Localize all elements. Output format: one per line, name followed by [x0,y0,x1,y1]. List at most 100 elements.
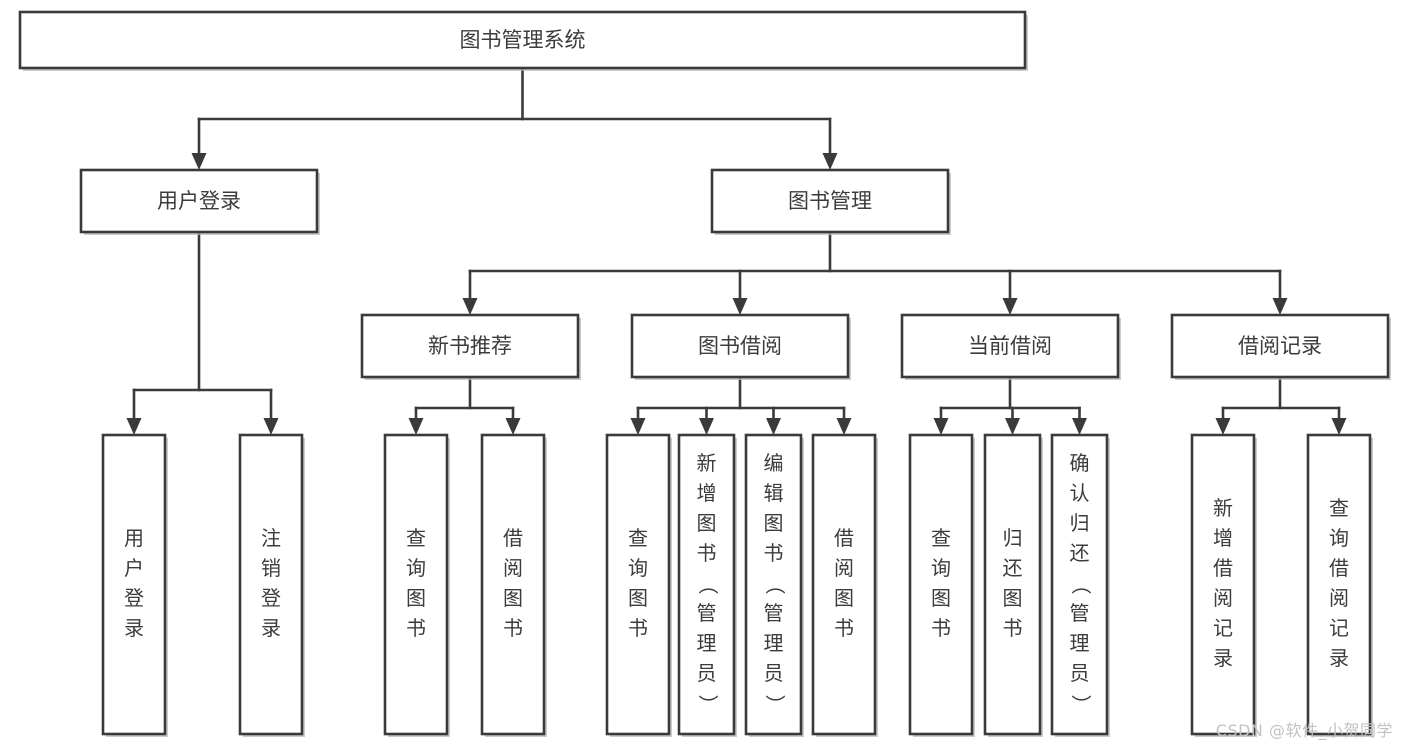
node-label-login: 用户登录 [157,189,241,213]
svg-text:借: 借 [503,526,523,550]
svg-text:查: 查 [1329,496,1349,520]
node-label-records: 借阅记录 [1238,334,1322,358]
svg-text:）: ） [1069,695,1093,715]
svg-text:（: （ [1069,575,1093,595]
node-box-leaf-re-add[interactable] [1190,433,1256,736]
svg-text:图: 图 [503,586,523,610]
svg-text:新: 新 [697,451,717,475]
node-box-leaf-nb-borrow[interactable] [480,433,546,736]
connector-group-borrow [630,375,852,435]
connector-group-root [191,66,838,170]
node-box-login[interactable] [79,168,319,234]
connector-group-records [1215,375,1347,435]
node-bookmgmt[interactable]: 图书管理 [710,168,951,235]
svg-text:确: 确 [1070,451,1090,475]
svg-text:录: 录 [124,616,144,640]
svg-text:阅: 阅 [1213,586,1233,610]
node-box-records[interactable] [1170,313,1390,379]
svg-text:图: 图 [931,586,951,610]
svg-text:登: 登 [261,586,281,610]
svg-text:员: 员 [697,661,717,685]
svg-text:登: 登 [124,586,144,610]
node-records[interactable]: 借阅记录 [1170,313,1391,380]
svg-text:（: （ [696,575,720,595]
svg-text:询: 询 [1329,526,1349,550]
node-box-leaf-user-login[interactable] [101,433,167,736]
node-box-borrow[interactable] [630,313,850,379]
node-box-leaf-cu-confirm[interactable] [1050,433,1109,736]
node-box-leaf-bo-query[interactable] [605,433,671,736]
node-leaf-user-login[interactable]: 用户登录 [101,433,168,737]
node-box-leaf-re-query[interactable] [1306,433,1372,736]
connector-group-login [126,230,279,435]
svg-text:员: 员 [764,661,784,685]
svg-text:借: 借 [1213,556,1233,580]
svg-text:用: 用 [124,526,144,550]
node-root[interactable]: 图书管理系统 [18,10,1028,71]
node-box-root[interactable] [18,10,1027,70]
node-box-leaf-bo-edit[interactable] [744,433,803,736]
svg-text:录: 录 [261,616,281,640]
node-box-bookmgmt[interactable] [710,168,950,234]
svg-text:询: 询 [628,556,648,580]
svg-text:图: 图 [697,511,717,535]
node-box-leaf-cu-return[interactable] [983,433,1042,736]
svg-text:员: 员 [1070,661,1090,685]
svg-text:管: 管 [697,601,717,625]
node-newbook[interactable]: 新书推荐 [360,313,581,380]
node-box-leaf-bo-borrow[interactable] [811,433,877,736]
csdn-watermark: CSDN @软件_小贺同学 [1215,721,1393,740]
svg-text:理: 理 [764,631,784,655]
svg-text:询: 询 [931,556,951,580]
svg-text:录: 录 [1213,646,1233,670]
node-current[interactable]: 当前借阅 [900,313,1121,380]
svg-text:认: 认 [1070,481,1090,505]
svg-text:查: 查 [406,526,426,550]
node-label-current: 当前借阅 [968,334,1052,358]
svg-text:图: 图 [834,586,854,610]
svg-text:图: 图 [628,586,648,610]
node-login[interactable]: 用户登录 [79,168,320,235]
node-label-bookmgmt: 图书管理 [788,189,872,213]
svg-text:记: 记 [1329,616,1349,640]
svg-text:询: 询 [406,556,426,580]
node-box-leaf-bo-add[interactable] [677,433,736,736]
svg-text:理: 理 [1070,631,1090,655]
node-box-leaf-nb-query[interactable] [383,433,449,736]
node-box-leaf-cu-query[interactable] [908,433,974,736]
node-box-leaf-user-logout[interactable] [238,433,304,736]
svg-text:图: 图 [406,586,426,610]
svg-text:）: ） [763,695,787,715]
node-box-current[interactable] [900,313,1120,379]
svg-text:归: 归 [1003,526,1023,550]
node-borrow[interactable]: 图书借阅 [630,313,851,380]
node-box-newbook[interactable] [360,313,580,379]
svg-text:书: 书 [1003,616,1023,640]
svg-text:阅: 阅 [503,556,523,580]
svg-text:阅: 阅 [1329,586,1349,610]
connector-group-current [933,375,1087,435]
connector-group-bookmgmt [462,230,1288,315]
